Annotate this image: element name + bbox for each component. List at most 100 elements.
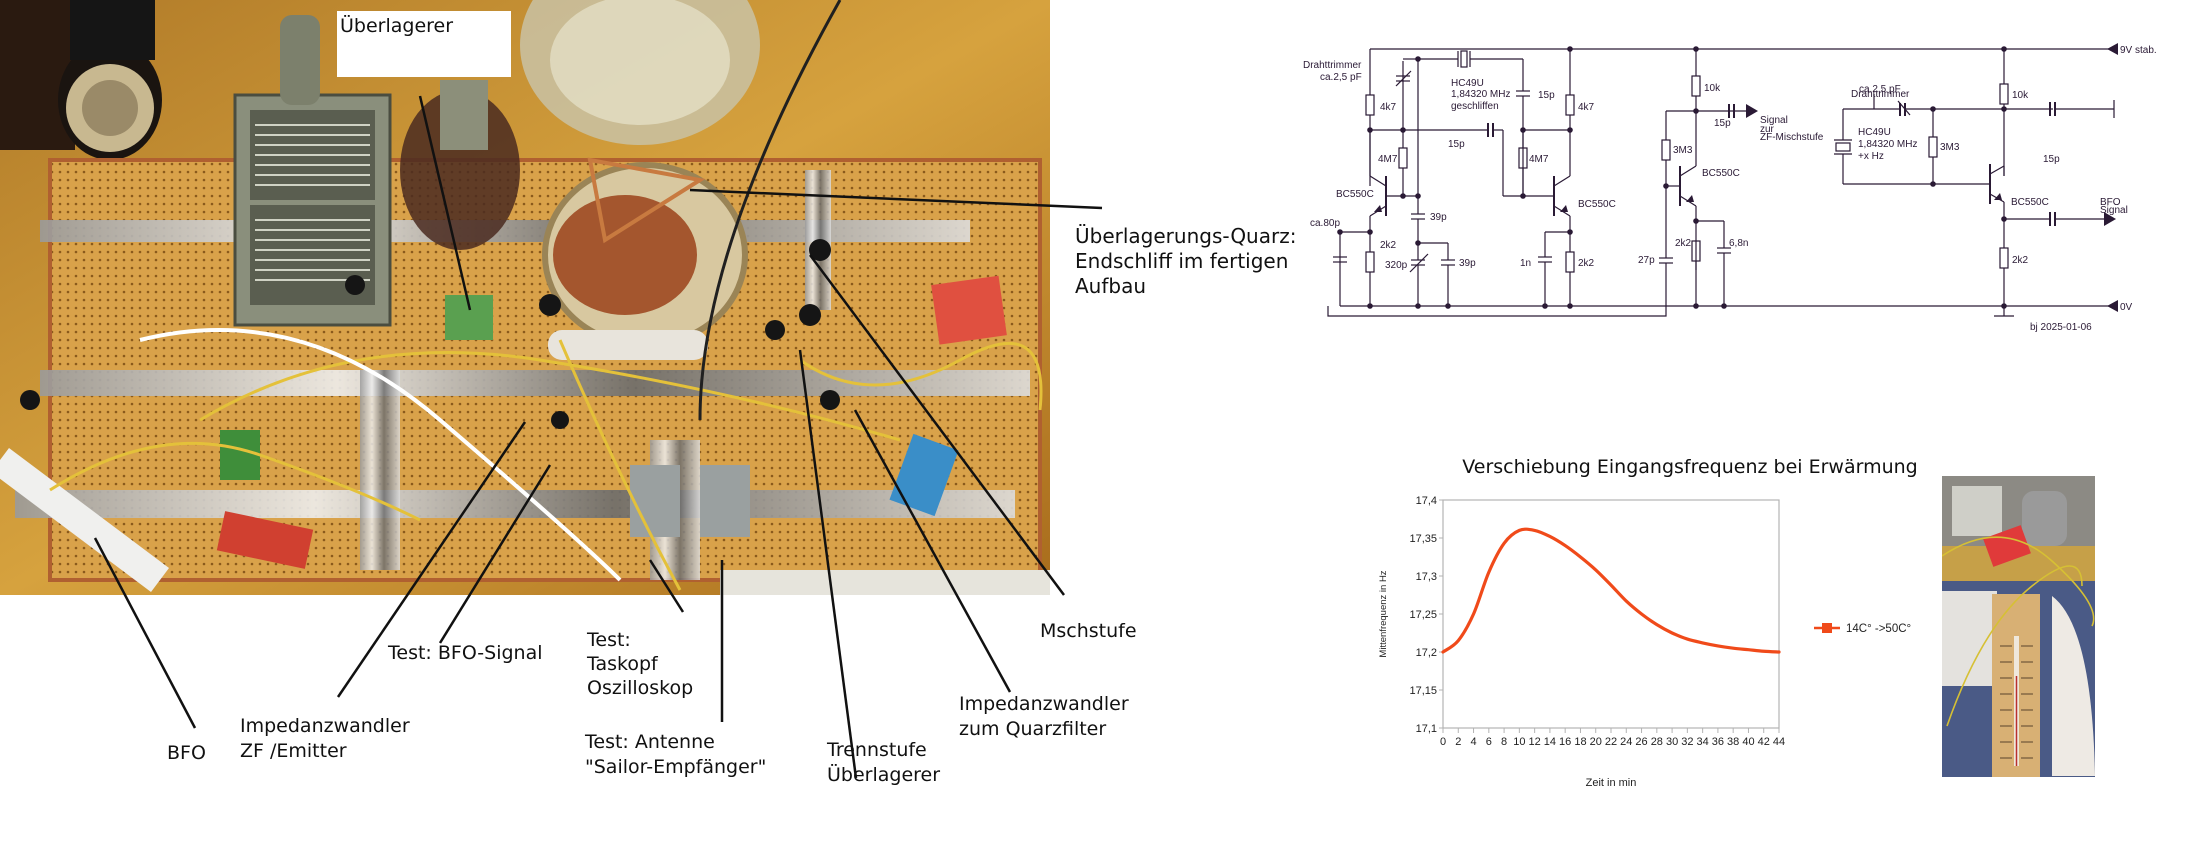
label-bfo-out-1: BFO bbox=[2100, 197, 2121, 208]
x-axis-label: Zeit in min bbox=[1586, 777, 1637, 789]
x-tick-label: 30 bbox=[1666, 736, 1678, 748]
label-drahttrimmer-right: Drahttrimmer bbox=[1851, 89, 1910, 100]
label-crystal1-note: geschliffen bbox=[1451, 101, 1499, 112]
x-tick-label: 4 bbox=[1470, 736, 1476, 748]
label-t4: BC550C bbox=[2011, 197, 2049, 208]
leader-mischstufe bbox=[808, 254, 1066, 596]
thermometer-photo bbox=[1942, 476, 2095, 777]
label-c1n: 1n bbox=[1520, 258, 1531, 269]
label-rail-9v: 9V stab. bbox=[2120, 45, 2157, 56]
callout-mischstufe: Mschstufe bbox=[1040, 620, 1137, 642]
label-r8: 3M3 bbox=[1673, 145, 1693, 156]
callout-trennstufe: Trennstufe Überlagerer bbox=[827, 739, 941, 786]
x-tick-label: 18 bbox=[1574, 736, 1586, 748]
callout-bfo: BFO bbox=[167, 742, 206, 764]
label-drahttrimmer-left: Drahttrimmer bbox=[1303, 60, 1362, 71]
label-trimmer-value-right: ca.2,5 pF bbox=[1859, 84, 1901, 95]
label-c320p: 320p bbox=[1385, 260, 1408, 271]
leader-test-bfo-signal bbox=[438, 464, 552, 644]
label-c39p-b: 39p bbox=[1459, 258, 1476, 269]
label-c6n8: 6,8n bbox=[1729, 238, 1748, 249]
x-tick-label: 10 bbox=[1513, 736, 1525, 748]
x-tick-label: 44 bbox=[1773, 736, 1785, 748]
label-crystal2-freq: 1,84320 MHz bbox=[1858, 139, 1917, 150]
plot-area bbox=[1442, 499, 1780, 729]
label-crystal2-type: HC49U bbox=[1858, 127, 1891, 138]
label-r11: 10k bbox=[2012, 90, 2029, 101]
label-signal-out-3: ZF-Mischstufe bbox=[1760, 132, 1824, 143]
y-tick-label: 17,35 bbox=[1409, 533, 1437, 545]
x-tick-label: 2 bbox=[1455, 736, 1461, 748]
series-line bbox=[1441, 527, 1781, 654]
x-tick-label: 22 bbox=[1605, 736, 1617, 748]
label-bfo-out-2: Signal bbox=[2100, 205, 2128, 216]
x-tick-label: 40 bbox=[1742, 736, 1754, 748]
callout-ueberlagerer-box: Überlagerer bbox=[337, 11, 511, 77]
chart-axes bbox=[1442, 499, 1780, 729]
label-crystal1-type: HC49U bbox=[1451, 78, 1484, 89]
x-tick-label: 16 bbox=[1559, 736, 1571, 748]
y-tick-label: 17,1 bbox=[1416, 723, 1437, 735]
x-tick-label: 14 bbox=[1544, 736, 1556, 748]
bfo-schematic: Drahttrimmer ca.2,5 pF 4k7 4M7 BC550C ca… bbox=[1303, 43, 2157, 333]
y-tick-label: 17,15 bbox=[1409, 685, 1437, 697]
x-tick-label: 0 bbox=[1440, 736, 1446, 748]
x-tick-label: 12 bbox=[1529, 736, 1541, 748]
label-r6: 2k2 bbox=[1578, 258, 1595, 269]
leader-trennstufe bbox=[798, 349, 858, 779]
legend-square-marker bbox=[1822, 623, 1832, 633]
leader-ueberlagerungs-quarz bbox=[689, 188, 1103, 210]
chart-title: Verschiebung Eingangsfrequenz bei Erwärm… bbox=[1462, 456, 1918, 478]
label-trimmer-value-left: ca.2,5 pF bbox=[1320, 72, 1362, 83]
label-r1: 4k7 bbox=[1380, 102, 1397, 113]
label-c39p-a: 39p bbox=[1430, 212, 1447, 223]
callout-impedanzwandler-zf: Impedanzwandler ZF /Emitter bbox=[240, 715, 410, 762]
callout-test-antenne: Test: Antenne "Sailor-Empfänger" bbox=[585, 731, 767, 778]
x-tick-label: 6 bbox=[1486, 736, 1492, 748]
callout-ueberlagerungs-quarz: Überlagerungs-Quarz: Endschliff im ferti… bbox=[1075, 224, 1297, 298]
label-signal-out-1: Signal bbox=[1760, 115, 1788, 126]
x-tick-label: 42 bbox=[1758, 736, 1770, 748]
schematic-signature: bj 2025-01-06 bbox=[2030, 322, 2092, 333]
callout-test-tastkopf: Test: Taskopf Oszilloskop bbox=[587, 629, 694, 699]
callout-ueberlagerer: Überlagerer bbox=[340, 15, 454, 37]
label-t1: BC550C bbox=[1336, 189, 1374, 200]
leader-ueberlagerer bbox=[418, 95, 472, 311]
label-r5: 4M7 bbox=[1529, 154, 1549, 165]
label-c15p-right: 15p bbox=[2043, 154, 2060, 165]
y-tick-label: 17,25 bbox=[1409, 609, 1437, 621]
callout-test-bfo-signal: Test: BFO-Signal bbox=[388, 642, 543, 664]
label-r3: 2k2 bbox=[1380, 240, 1397, 251]
leader-test-tastkopf bbox=[648, 559, 685, 613]
label-r4: 4k7 bbox=[1578, 102, 1595, 113]
y-tick-label: 17,3 bbox=[1416, 571, 1437, 583]
x-tick-label: 38 bbox=[1727, 736, 1739, 748]
callout-leader-lines bbox=[93, 95, 1103, 779]
label-c80p: ca.80p bbox=[1310, 218, 1340, 229]
legend-label: 14C° ->50C° bbox=[1846, 623, 1911, 635]
label-r10: 3M3 bbox=[1940, 142, 1960, 153]
label-t3: BC550C bbox=[1702, 168, 1740, 179]
label-t2: BC550C bbox=[1578, 199, 1616, 210]
callout-impedanzwandler-quarzfilter: Impedanzwandler zum Quarzfilter bbox=[959, 693, 1129, 740]
x-tick-label: 26 bbox=[1635, 736, 1647, 748]
leader-impedanzwandler-zf bbox=[336, 421, 527, 698]
y-axis-label: Mittenfrequenz in Hz bbox=[1378, 570, 1389, 657]
y-tick-label: 17,4 bbox=[1416, 495, 1437, 507]
label-signal-out-2: zur bbox=[1760, 124, 1775, 135]
x-tick-label: 34 bbox=[1697, 736, 1709, 748]
x-tick-label: 8 bbox=[1501, 736, 1507, 748]
x-tick-label: 28 bbox=[1651, 736, 1663, 748]
label-crystal2-note: +x Hz bbox=[1858, 151, 1884, 162]
label-r12: 2k2 bbox=[2012, 255, 2029, 266]
legend: 14C° ->50C° bbox=[1814, 623, 1911, 635]
label-c15p-out: 15p bbox=[1714, 118, 1731, 129]
label-c27p: 27p bbox=[1638, 255, 1655, 266]
label-c15p-b: 15p bbox=[1448, 139, 1465, 150]
circuit-board-photo bbox=[0, 0, 1050, 595]
leader-impedanzwandler-quarzfilter bbox=[853, 409, 1012, 693]
x-tick-label: 32 bbox=[1681, 736, 1693, 748]
y-tick-label: 17,2 bbox=[1416, 647, 1437, 659]
